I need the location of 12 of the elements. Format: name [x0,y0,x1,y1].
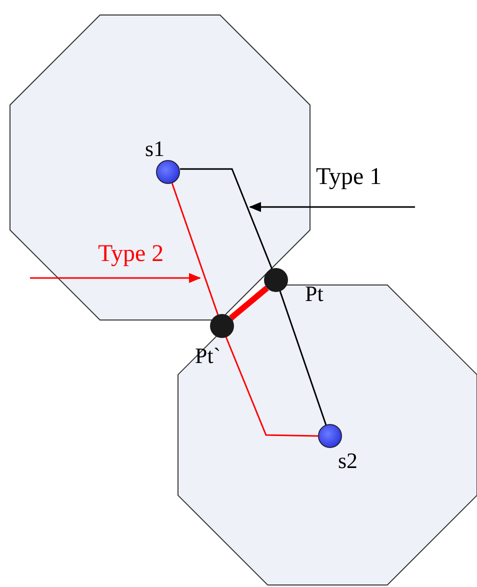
type-label: Type 2 [98,242,164,266]
point-label: s2 [338,450,358,472]
connector-line [279,290,327,426]
connector-line [171,182,219,316]
point-label: Pt [305,283,324,305]
connector-line [180,168,273,270]
connector-line [225,336,318,437]
connector-line [229,286,269,320]
point-label: Pt` [195,345,221,367]
point-label: s1 [145,138,165,160]
type-label: Type 1 [316,165,382,189]
octagon-region [178,285,477,585]
